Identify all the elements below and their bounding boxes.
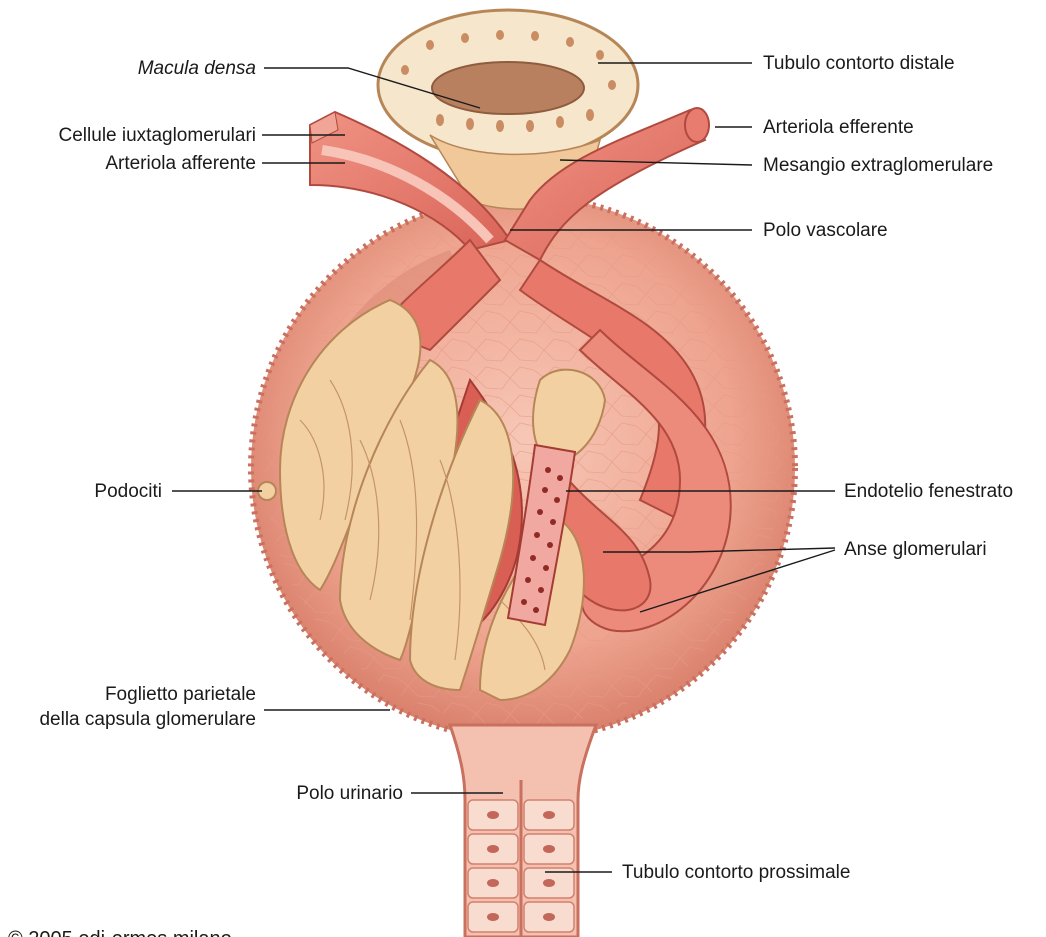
copyright-notice: © 2005 edi-ermes milano [8,928,232,937]
label-endotelio-fenestrato: Endotelio fenestrato [844,481,1013,502]
label-tubulo-contorto-prossimale: Tubulo contorto prossimale [622,862,850,883]
label-tubulo-contorto-distale: Tubulo contorto distale [763,53,955,74]
label-cellule-iuxtaglomerulari: Cellule iuxtaglomerulari [59,125,256,146]
label-mesangio-extraglomerulare: Mesangio extraglomerulare [763,155,993,176]
label-macula-densa: Macula densa [138,58,256,79]
label-arteriola-afferente: Arteriola afferente [105,153,256,174]
distal-tubule [378,10,638,160]
label-foglietto-parietale-line2: della capsula glomerulare [39,709,256,730]
label-arteriola-efferente: Arteriola efferente [763,117,914,138]
label-anse-glomerulari: Anse glomerulari [844,539,987,560]
label-podociti: Podociti [94,481,162,502]
label-polo-urinario: Polo urinario [296,783,403,804]
label-foglietto-parietale-line1: Foglietto parietale [105,684,256,705]
proximal-tubule [450,725,596,937]
label-polo-vascolare: Polo vascolare [763,220,888,241]
